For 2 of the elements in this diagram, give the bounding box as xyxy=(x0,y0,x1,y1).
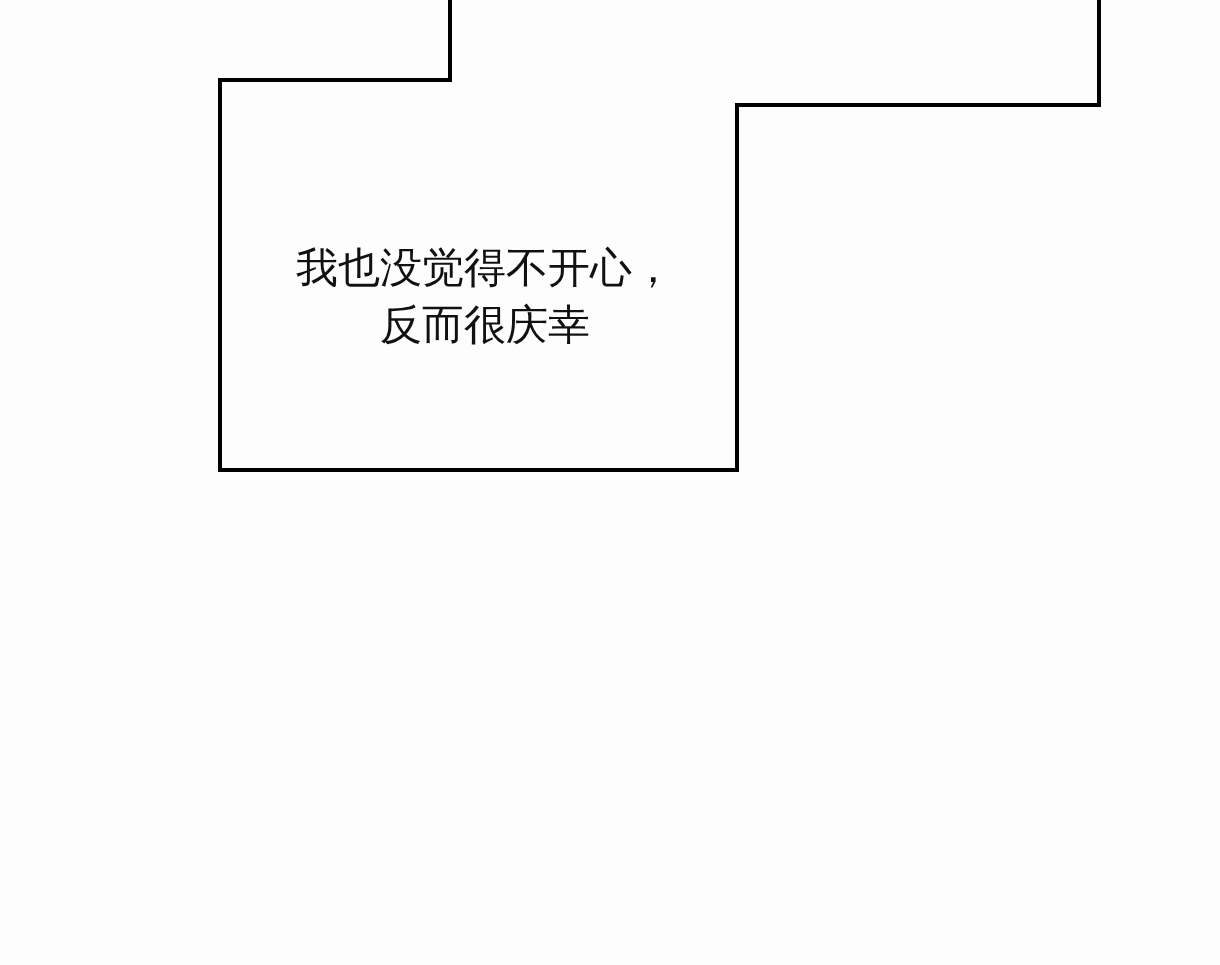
dialogue-text: 我也没觉得不开心，反而很庆幸 xyxy=(295,242,675,351)
comic-panel xyxy=(218,0,1102,474)
